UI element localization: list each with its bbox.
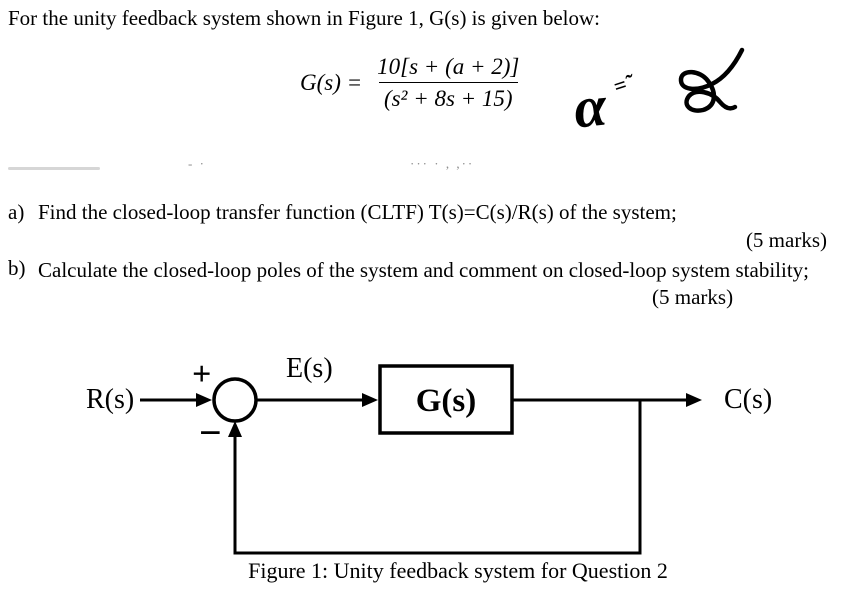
scan-artifact-right: ··· · , ,·· (410, 156, 475, 171)
question-b-text: Calculate the closed-loop poles of the s… (38, 258, 810, 282)
handwritten-alpha: α (570, 72, 610, 141)
question-b: b) Calculate the closed-loop poles of th… (8, 256, 833, 284)
question-b-label: b) (8, 256, 26, 280)
minus-sign: − (199, 410, 222, 455)
question-a-marks: (5 marks) (745, 228, 827, 252)
question-a-label: a) (8, 200, 25, 224)
formula-denominator: (s² + 8s + 15) (378, 82, 518, 111)
handwritten-equals: =̃ (610, 71, 630, 100)
scan-artifact-mid: - · (188, 156, 206, 171)
question-a-text: Find the closed-loop transfer function (… (38, 200, 677, 224)
error-arrowhead-icon (362, 393, 378, 407)
output-label: C(s) (724, 384, 772, 415)
scan-smudge-bar (8, 167, 100, 170)
output-arrowhead-icon (686, 393, 702, 407)
transfer-function-formula: G(s) = 10[s + (a + 2)] (s² + 8s + 15) (300, 54, 524, 112)
input-arrowhead-icon (196, 393, 212, 407)
block-diagram: R(s) + − E(s) G(s) C(s) Figure (0, 345, 841, 593)
feedback-path (233, 400, 642, 555)
handwritten-alpha-note: α =̃ (571, 71, 630, 140)
formula-numerator: 10[s + (a + 2)] (377, 54, 520, 79)
handwritten-doodle (672, 46, 758, 127)
formula-lhs: G(s) = (300, 69, 363, 95)
doodle-scribble-icon (678, 47, 745, 113)
plus-sign: + (192, 356, 211, 393)
figure-caption: Figure 1: Unity feedback system for Ques… (248, 558, 668, 583)
question-a: a) Find the closed-loop transfer function… (8, 200, 677, 225)
feedback-arrowhead-icon (228, 421, 242, 437)
formula-fraction: 10[s + (a + 2)] (s² + 8s + 15) (372, 54, 524, 112)
intro-text: For the unity feedback system shown in F… (8, 6, 600, 30)
plant-label: G(s) (416, 383, 477, 419)
input-label: R(s) (86, 384, 134, 415)
question-b-marks: (5 marks) (652, 285, 734, 309)
error-label: E(s) (286, 353, 333, 384)
